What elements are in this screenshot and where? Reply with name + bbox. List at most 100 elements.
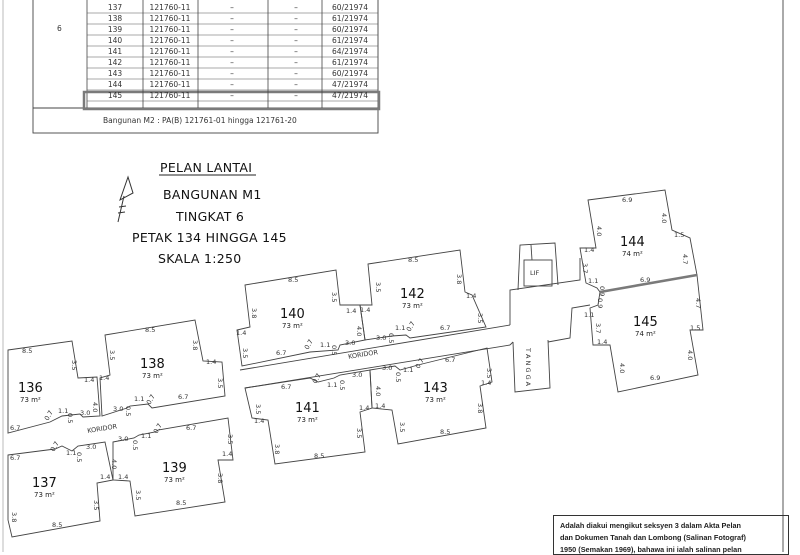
dimension-label: 3.0 bbox=[382, 364, 392, 372]
dimension-label: 1.4 bbox=[222, 450, 232, 458]
unit-boundary bbox=[99, 319, 226, 417]
table-cell-share: 60/21974 bbox=[332, 69, 368, 78]
dimension-label: 4.0 bbox=[91, 402, 99, 412]
table-cell-unit: 143 bbox=[108, 69, 123, 78]
certification-note: Adalah diakui mengikut seksyen 3 dalam A… bbox=[553, 515, 789, 555]
dimension-label: 4.7 bbox=[681, 254, 689, 264]
dimension-label: 1.4 bbox=[99, 374, 109, 382]
dimension-label: 6.7 bbox=[445, 356, 455, 364]
dimension-label: 6.7 bbox=[178, 393, 188, 401]
dimension-label: 4.0 bbox=[618, 363, 626, 373]
dimension-label: 1.4 bbox=[254, 417, 264, 425]
dimension-label: 3.8 bbox=[476, 403, 484, 413]
unit-area: 73 m² bbox=[297, 416, 318, 424]
dimension-label: 3.5 bbox=[254, 404, 262, 414]
table-cell-c3: – bbox=[230, 69, 234, 78]
table-cell-share: 61/21974 bbox=[332, 36, 368, 45]
lift-shaft bbox=[517, 242, 559, 291]
dimension-label: 3.5 bbox=[330, 292, 338, 302]
table-cell-pa: 121760-11 bbox=[150, 69, 191, 78]
unit-area: 73 m² bbox=[142, 372, 163, 380]
table-cell-pa: 121760-11 bbox=[150, 91, 191, 100]
dimension-label: 3.5 bbox=[92, 500, 100, 510]
table-cell-pa: 121760-11 bbox=[150, 3, 191, 12]
dimension-label: 3.8 bbox=[455, 274, 463, 284]
unit-area: 74 m² bbox=[635, 330, 656, 338]
note-line: 1950 (Semakan 1969), bahawa ini ialah sa… bbox=[560, 545, 742, 554]
plan-heading: PELAN LANTAI bbox=[160, 160, 252, 175]
dimension-label: 1.1 bbox=[327, 381, 337, 389]
dimension-label: 0.9 bbox=[596, 298, 604, 308]
dimension-label: 1.5 bbox=[674, 231, 684, 239]
unit-number: 144 bbox=[620, 235, 645, 250]
dimension-label: 1.4 bbox=[206, 358, 216, 366]
dimension-label: 6.9 bbox=[622, 196, 632, 204]
dimension-label: 3.0 bbox=[80, 409, 90, 417]
dimension-label: 1.1 bbox=[584, 311, 594, 319]
dimension-label: 1.1 bbox=[134, 395, 144, 403]
unit-area: 73 m² bbox=[425, 396, 446, 404]
scale-label: SKALA 1:250 bbox=[158, 251, 242, 266]
dimension-label: 1.1 bbox=[320, 341, 330, 349]
unit-boundary bbox=[589, 274, 704, 393]
dimension-label: 1.4 bbox=[236, 329, 246, 337]
dimension-label: 8.5 bbox=[52, 521, 62, 529]
unit-area: 73 m² bbox=[164, 476, 185, 484]
dimension-label: 3.5 bbox=[216, 378, 224, 388]
dimension-label: 1.1 bbox=[395, 324, 405, 332]
table-cell-unit: 140 bbox=[108, 36, 123, 45]
dimension-label: 1.1 bbox=[58, 407, 68, 415]
dimension-label: 3.8 bbox=[191, 340, 199, 350]
table-cell-c4: – bbox=[294, 58, 298, 67]
unit-number: 145 bbox=[633, 315, 658, 330]
table-cell-unit: 144 bbox=[108, 80, 123, 89]
table-cell-share: 64/21974 bbox=[332, 47, 368, 56]
table-cell-c3: – bbox=[230, 80, 234, 89]
corridor-label: KORIDOR bbox=[348, 348, 379, 361]
dimension-label: 3.5 bbox=[374, 282, 382, 292]
dimension-label: 1.4 bbox=[346, 307, 356, 315]
table-cell-unit: 145 bbox=[108, 91, 123, 100]
table-cell-c3: – bbox=[230, 91, 234, 100]
dimension-label: 8.5 bbox=[145, 326, 155, 334]
dimension-label: 3.8 bbox=[10, 512, 18, 522]
table-cell-share: 60/21974 bbox=[332, 25, 368, 34]
dimension-label: 4.0 bbox=[374, 386, 382, 396]
dimension-label: 3.5 bbox=[108, 350, 116, 360]
dimension-label: 6.9 bbox=[650, 374, 660, 382]
note-line: Adalah diakui mengikut seksyen 3 dalam A… bbox=[560, 521, 742, 530]
unit-area: 73 m² bbox=[402, 302, 423, 310]
dimension-label: 3.5 bbox=[226, 434, 234, 444]
dimension-label: 0.7 bbox=[311, 372, 323, 385]
dimension-label: 8.5 bbox=[288, 276, 298, 284]
table-cell-unit: 137 bbox=[108, 3, 123, 12]
dimension-label: 6.9 bbox=[640, 276, 650, 284]
dimension-label: 1.4 bbox=[118, 473, 128, 481]
table-cell-c4: – bbox=[294, 47, 298, 56]
unit-area: 73 m² bbox=[282, 322, 303, 330]
dimension-label: 0.7 bbox=[405, 320, 417, 333]
dimension-label: 8.5 bbox=[408, 256, 418, 264]
dimension-label: 3.5 bbox=[134, 490, 142, 500]
table-cell-pa: 121760-11 bbox=[150, 47, 191, 56]
dimension-label: 3.5 bbox=[355, 428, 363, 438]
table-cell-c4: – bbox=[294, 80, 298, 89]
dimension-label: 3.5 bbox=[485, 368, 493, 378]
dimension-label: 3.0 bbox=[118, 435, 128, 443]
unit-number: 137 bbox=[32, 476, 57, 491]
dimension-label: 6.7 bbox=[276, 349, 286, 357]
dimension-label: 8.5 bbox=[314, 452, 324, 460]
unit-area: 73 m² bbox=[20, 396, 41, 404]
building-label: BANGUNAN M1 bbox=[163, 187, 262, 202]
table-cell-c3: – bbox=[230, 25, 234, 34]
table-cell-c4: – bbox=[294, 36, 298, 45]
dimension-label: 4.0 bbox=[686, 350, 694, 360]
dimension-label: 1.1 bbox=[66, 449, 76, 457]
table-cell-c4: – bbox=[294, 25, 298, 34]
table-cell-share: 60/21974 bbox=[332, 3, 368, 12]
